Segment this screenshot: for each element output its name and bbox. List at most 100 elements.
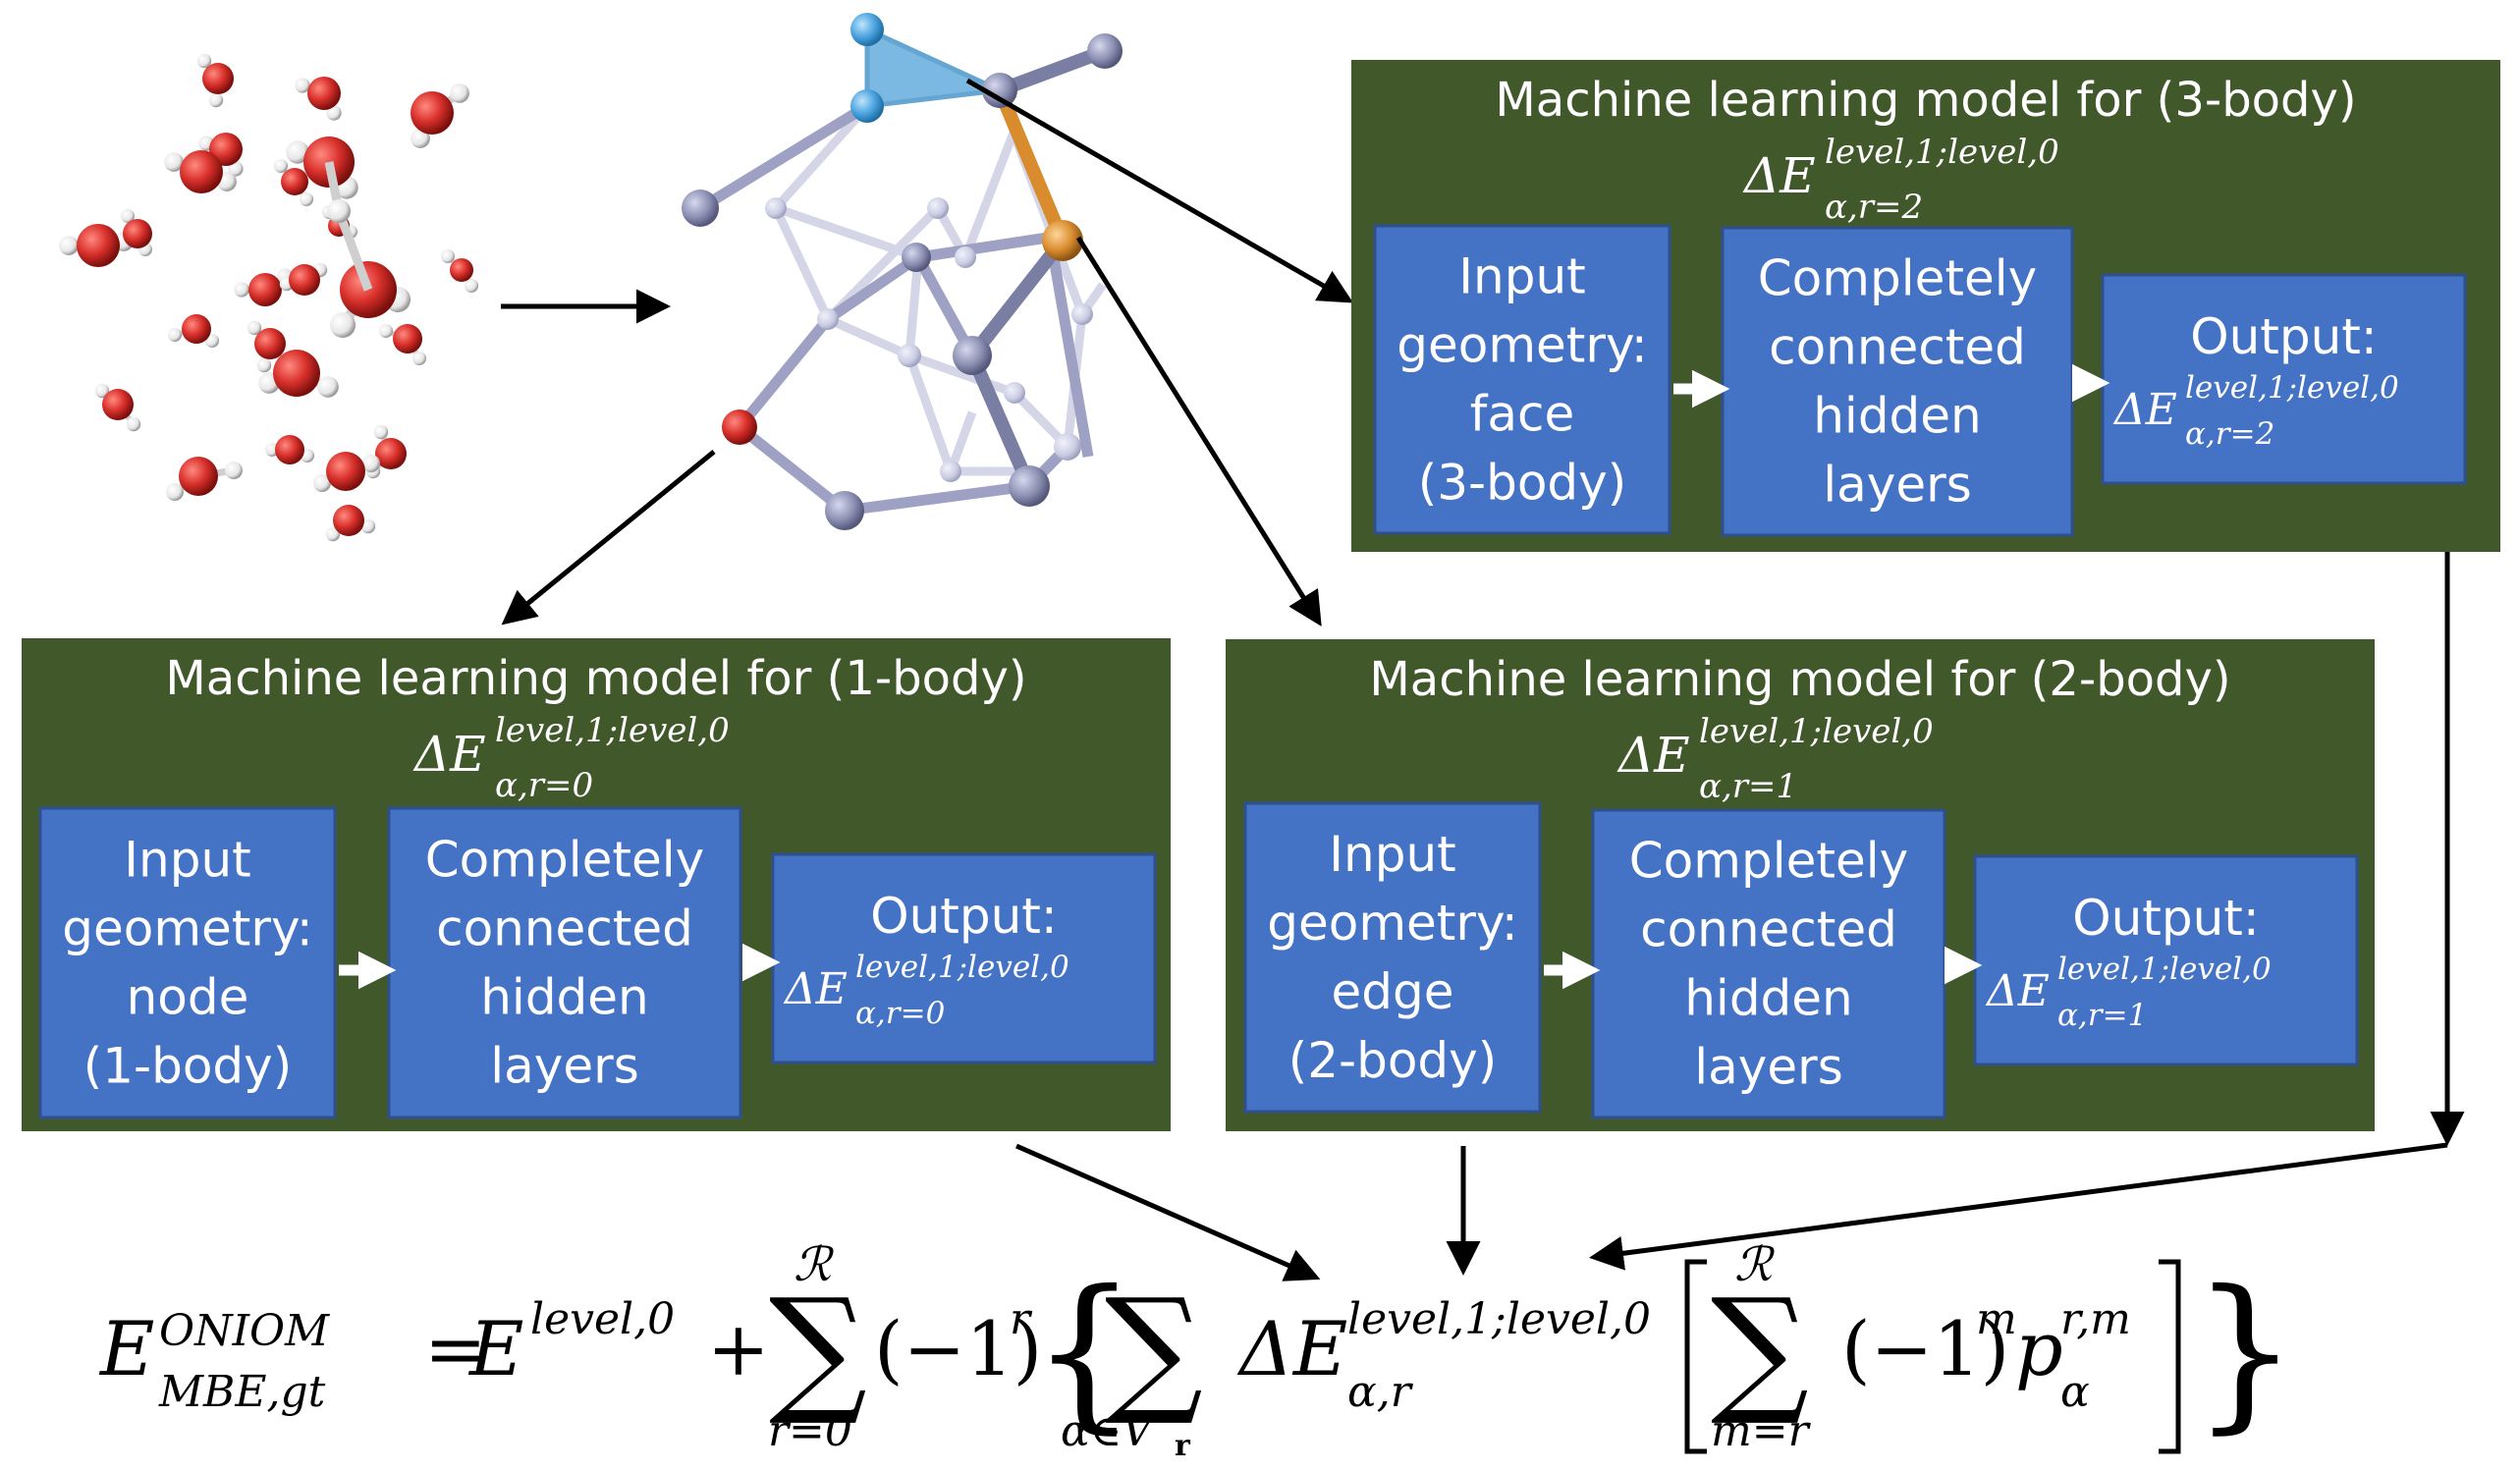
panel-delta-sup: level,1;level,0 — [1825, 133, 2059, 172]
box-line: (1-body) — [83, 1038, 293, 1095]
box-line: (2-body) — [1288, 1032, 1498, 1089]
eq-sum3-top: ℛ — [1734, 1237, 1776, 1292]
output-delta-sub: α,r=1 — [2057, 998, 2147, 1033]
box-line: geometry: — [62, 900, 313, 957]
box-line: connected — [1640, 901, 1897, 958]
eq-sign1-exp: r — [1010, 1294, 1033, 1344]
output-delta-sup: level,1;level,0 — [2185, 370, 2399, 406]
hidden-layers-box: Completely connected hidden layers — [1591, 808, 1946, 1119]
output-delta-sup: level,1;level,0 — [855, 950, 1069, 985]
box-line: hidden — [1813, 388, 1982, 445]
eq-left-brace: { — [1031, 1255, 1137, 1449]
output-delta-base: ΔE — [1985, 966, 2050, 1016]
output-delta-base: ΔE — [783, 964, 848, 1014]
output-label: Output: — [2072, 890, 2260, 947]
box-line: geometry: — [1397, 317, 1648, 374]
eq-p-sup: r,m — [2060, 1294, 2131, 1344]
water-cluster-image — [59, 53, 478, 542]
eq-sum2-sigma: ∑ — [1105, 1270, 1203, 1430]
box-line: (3-body) — [1418, 455, 1627, 512]
box-line: Completely — [1758, 250, 2037, 307]
panel-title: Machine learning model for (1-body) — [165, 651, 1026, 706]
panel-delta-base: ΔE — [1616, 727, 1690, 784]
panel-delta-base: ΔE — [412, 726, 486, 783]
box-line: Input — [124, 832, 250, 889]
input-geometry-box: Input geometry: face (3-body) — [1373, 224, 1671, 535]
panel-delta-sup: level,1;level,0 — [1699, 712, 1934, 751]
arrow-graph-to-three-body — [965, 78, 1354, 303]
eq-sum1-bottom: r=0 — [768, 1406, 852, 1456]
box-line: layers — [1694, 1039, 1843, 1096]
output-delta-base: ΔE — [2112, 385, 2177, 435]
arrow-graph-to-two-body — [1075, 236, 1322, 627]
arrow-three-body-to-equation — [1589, 1142, 2448, 1271]
eq-delta-sup: level,1;level,0 — [1347, 1294, 1651, 1344]
box-line: geometry: — [1267, 895, 1518, 952]
box-line: face — [1470, 386, 1575, 443]
eq-e0-sup: level,0 — [530, 1294, 675, 1344]
eq-sign2: (−1) — [1841, 1305, 2009, 1392]
eq-sum2-bottom: α∈V — [1061, 1406, 1157, 1456]
arrow-graph-to-one-body — [501, 450, 716, 626]
input-geometry-box: Input geometry: edge (2-body) — [1243, 801, 1542, 1114]
output-label: Output: — [870, 888, 1058, 945]
panel-title: Machine learning model for (2-body) — [1369, 652, 2230, 707]
panel-delta-sub: α,r=1 — [1699, 767, 1797, 806]
eq-sign2-exp: m — [1976, 1294, 2017, 1344]
box-line: layers — [1823, 457, 1972, 514]
hidden-layers-box: Completely connected hidden layers — [1721, 226, 2074, 537]
molecular-graph-image — [682, 13, 1123, 530]
eq-right-brace: } — [2192, 1255, 2298, 1449]
box-line: Completely — [425, 832, 704, 889]
eq-delta-sub: α,r — [1347, 1367, 1414, 1417]
box-line: connected — [1769, 319, 2026, 376]
eq-lhs-base: E — [98, 1305, 154, 1392]
eq-sum1-sigma: ∑ — [769, 1270, 867, 1430]
eq-p-base: p — [2015, 1305, 2063, 1392]
box-line: layers — [490, 1038, 639, 1095]
eq-sign1: (−1) — [874, 1305, 1042, 1392]
flow-arrows — [501, 78, 2465, 1281]
eq-right-bracket — [2159, 1259, 2181, 1454]
box-line: edge — [1332, 963, 1454, 1020]
eq-lhs-sup: ONIOM — [159, 1306, 330, 1356]
eq-delta-base: ΔE — [1236, 1305, 1347, 1392]
eq-sum3-bottom: m=r — [1711, 1406, 1812, 1456]
eq-sum2-bottom-sub: r — [1175, 1429, 1191, 1463]
box-line: Input — [1329, 826, 1455, 883]
eq-equals: = — [424, 1305, 487, 1392]
box-line: connected — [436, 900, 693, 957]
eq-sum3-sigma: ∑ — [1711, 1270, 1809, 1430]
box-line: hidden — [1684, 970, 1853, 1027]
box-line: hidden — [480, 969, 649, 1026]
output-delta-sup: level,1;level,0 — [2057, 952, 2272, 987]
panel-delta-sub: α,r=2 — [1825, 188, 1923, 227]
eq-plus: + — [707, 1305, 770, 1392]
oniom-equation: E ONIOM MBE,gt = E level,0 + ∑ ℛ r=0 (−1… — [98, 1237, 2298, 1463]
output-delta-sub: α,r=0 — [855, 996, 945, 1031]
box-line: node — [127, 969, 249, 1026]
panel-delta-sub: α,r=0 — [495, 766, 593, 805]
panel-title: Machine learning model for (3-body) — [1495, 73, 2356, 128]
output-delta-sub: α,r=2 — [2185, 416, 2274, 452]
box-line: Completely — [1629, 833, 1908, 890]
arrow-one-body-to-equation — [1014, 1143, 1321, 1281]
panel-delta-base: ΔE — [1742, 147, 1816, 204]
panel-delta-sup: level,1;level,0 — [495, 711, 730, 750]
eq-lhs-sub: MBE,gt — [158, 1367, 326, 1417]
input-geometry-box: Input geometry: node (1-body) — [38, 806, 337, 1119]
box-line: Input — [1458, 248, 1585, 305]
output-label: Output: — [2190, 308, 2378, 365]
hidden-layers-box: Completely connected hidden layers — [387, 806, 742, 1119]
eq-sum1-top: ℛ — [794, 1237, 835, 1292]
eq-p-sub: α — [2060, 1367, 2090, 1417]
eq-left-bracket — [1684, 1259, 1707, 1454]
eq-e0-base: E — [467, 1305, 523, 1392]
